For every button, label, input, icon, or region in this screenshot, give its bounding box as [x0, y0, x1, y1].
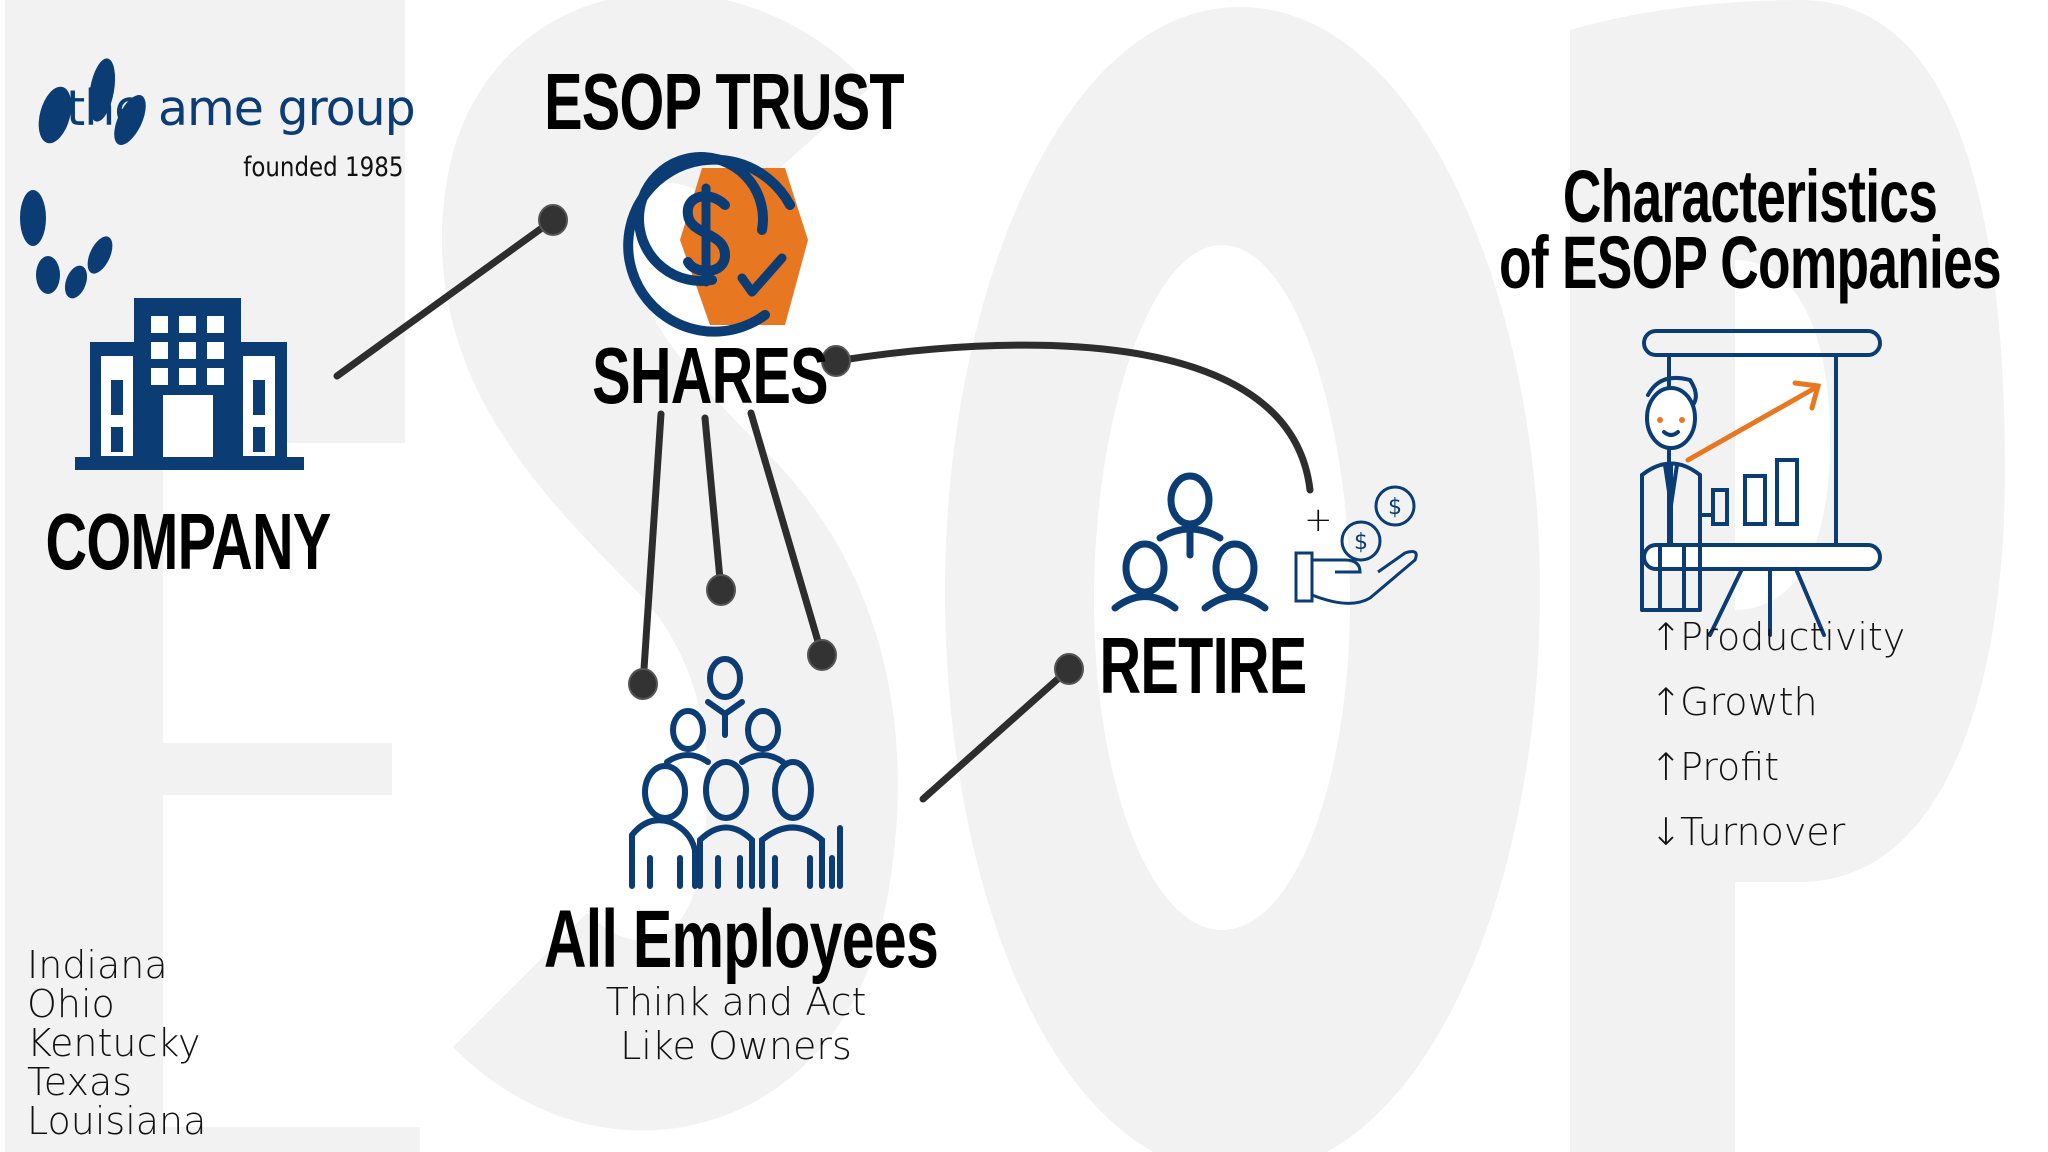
letter-p [1570, 0, 2005, 1152]
arrow-down-icon: ↓ [1650, 810, 1682, 854]
characteristic-label: Productivity [1680, 615, 1906, 659]
connector-lines [333, 216, 1314, 803]
state-item: Indiana [27, 943, 168, 987]
characteristic-item: ↑Profit [1650, 745, 1779, 789]
background-esop-letters [5, 0, 2005, 1152]
state-item: Texas [27, 1060, 133, 1104]
logo-paw-icon [20, 58, 146, 299]
letter-e [5, 0, 420, 1152]
characteristic-item: ↑Productivity [1650, 615, 1905, 659]
esop-trust-label: ESOP TRUST [544, 57, 905, 146]
characteristics-title-line1: Characteristics [1562, 155, 1938, 238]
retire-label: RETIRE [1099, 621, 1308, 710]
company-label: COMPANY [45, 497, 331, 586]
connector-employees-retire [919, 665, 1073, 803]
logo-tagline: founded 1985 [242, 152, 403, 183]
letter-o [945, 7, 1540, 1152]
states-list: Indiana Ohio Kentucky Texas Louisiana [27, 946, 206, 1141]
arrow-up-icon: ↑ [1650, 745, 1682, 789]
letter-s [441, 0, 898, 1131]
connector-shares-employees-3 [747, 409, 826, 659]
state-item: Ohio [27, 982, 115, 1026]
hand-coins-icon: $ $ [1294, 485, 1418, 605]
connector-company-trust [333, 216, 557, 380]
svg-text:$: $ [1354, 530, 1368, 555]
connector-shares-employees-2 [701, 414, 725, 594]
all-employees-label: All Employees [543, 894, 939, 985]
shares-coin-icon [623, 152, 808, 337]
employees-subtitle-1: Think and Act [605, 980, 867, 1024]
retire-group-icon [1111, 472, 1269, 612]
building-icon [75, 298, 304, 470]
connector-shares-retire [832, 341, 1314, 494]
plus-sign: + [1304, 500, 1333, 540]
state-item: Louisiana [27, 1099, 207, 1143]
characteristic-item: ↑Growth [1650, 680, 1818, 724]
employees-group-icon [629, 656, 843, 889]
characteristic-label: Growth [1680, 680, 1818, 724]
employees-subtitle-2: Like Owners [620, 1024, 852, 1068]
characteristic-item: ↓Turnover [1650, 810, 1845, 854]
presentation-chart-icon [1640, 329, 1882, 637]
shares-label: SHARES [592, 331, 828, 420]
characteristics-title-line2: of ESOP Companies [1499, 221, 2002, 304]
state-item: Kentucky [27, 1021, 201, 1065]
logo-name: the ame group [66, 80, 416, 137]
connector-shares-employees-1 [639, 410, 665, 688]
characteristic-label: Turnover [1680, 810, 1846, 854]
arrow-up-icon: ↑ [1650, 615, 1682, 659]
characteristic-label: Profit [1680, 745, 1780, 789]
arrow-up-icon: ↑ [1650, 680, 1682, 724]
connector-dots [538, 204, 1084, 700]
svg-text:$: $ [1388, 495, 1402, 520]
